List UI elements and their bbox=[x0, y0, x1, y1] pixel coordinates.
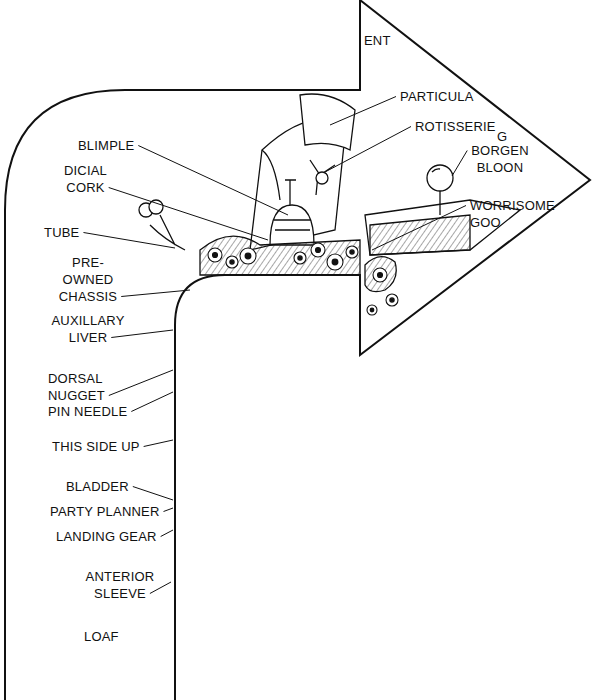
arrow-outline bbox=[5, 0, 590, 700]
leader-line bbox=[83, 233, 175, 249]
part-label: THIS SIDE UP bbox=[52, 438, 157, 455]
borgen-balloon bbox=[427, 165, 453, 191]
leader-line bbox=[133, 487, 173, 501]
gear-hub bbox=[378, 273, 383, 278]
gear-hub bbox=[350, 250, 354, 254]
leader-line bbox=[131, 392, 173, 412]
gear-hub bbox=[390, 298, 394, 302]
part-label: PRE-OWNED CHASSIS bbox=[48, 254, 128, 305]
small-balloon bbox=[149, 200, 163, 214]
hull-shade bbox=[370, 215, 470, 255]
part-label: PIN NEEDLE bbox=[48, 403, 148, 420]
part-label: LANDING GEAR bbox=[56, 528, 166, 545]
gear bbox=[294, 252, 306, 264]
part-label: BLADDER bbox=[66, 478, 146, 495]
gear bbox=[240, 248, 256, 264]
balloon-shine bbox=[432, 169, 440, 172]
leader-line bbox=[109, 188, 268, 241]
part-label: PARTICULA bbox=[400, 88, 490, 105]
leader-line bbox=[330, 97, 396, 126]
gear-hub bbox=[316, 248, 321, 253]
gear-hub bbox=[332, 259, 338, 265]
rotisserie-drum bbox=[316, 172, 328, 184]
part-label: BLIMPLE bbox=[78, 137, 148, 154]
engine-bed bbox=[200, 236, 360, 275]
leader-line bbox=[452, 151, 467, 177]
leader-line bbox=[372, 206, 466, 251]
sail-fold bbox=[262, 150, 280, 200]
part-label: PARTY PLANNER bbox=[50, 503, 165, 520]
gear-hub bbox=[245, 253, 251, 259]
balloon-string bbox=[439, 190, 440, 215]
gear-hub bbox=[370, 308, 374, 312]
gear bbox=[373, 268, 387, 282]
gear bbox=[386, 294, 398, 306]
gear bbox=[367, 305, 377, 315]
leader-line bbox=[164, 508, 173, 512]
part-label: ROTISSERIE bbox=[415, 118, 500, 135]
gear-hub bbox=[298, 256, 302, 260]
part-label: AUXILLARY LIVER bbox=[48, 312, 128, 346]
part-label: DORSAL NUGGET bbox=[48, 370, 158, 404]
goo-machinery bbox=[365, 257, 396, 292]
gear bbox=[327, 254, 343, 270]
part-label: DICIAL CORK bbox=[58, 162, 113, 196]
part-label: WORRISOME GOO bbox=[470, 197, 550, 231]
gear bbox=[208, 248, 222, 262]
gear bbox=[311, 243, 325, 257]
part-label: TUBE bbox=[44, 224, 89, 241]
tank-bands bbox=[274, 220, 311, 230]
dome-tank bbox=[270, 205, 314, 245]
mast bbox=[285, 180, 296, 205]
part-label: ANTERIOR SLEEVE bbox=[80, 568, 160, 602]
leader-line bbox=[161, 530, 173, 537]
part-label: LOAF bbox=[84, 628, 134, 645]
leader-line bbox=[109, 370, 173, 396]
gear-hub bbox=[230, 260, 234, 264]
leader-line bbox=[121, 290, 190, 297]
leader-line bbox=[325, 127, 411, 173]
gear bbox=[346, 246, 358, 258]
part-label: BORGEN BLOON bbox=[470, 142, 530, 176]
leader-line bbox=[144, 440, 173, 447]
rotisserie-spit bbox=[310, 160, 335, 195]
part-label: G bbox=[497, 128, 511, 145]
gear bbox=[226, 256, 238, 268]
gear-cluster bbox=[208, 243, 398, 315]
gear-hub bbox=[213, 253, 218, 258]
flag bbox=[300, 94, 355, 150]
leader-line bbox=[111, 330, 173, 338]
part-label: ENT bbox=[364, 32, 404, 49]
